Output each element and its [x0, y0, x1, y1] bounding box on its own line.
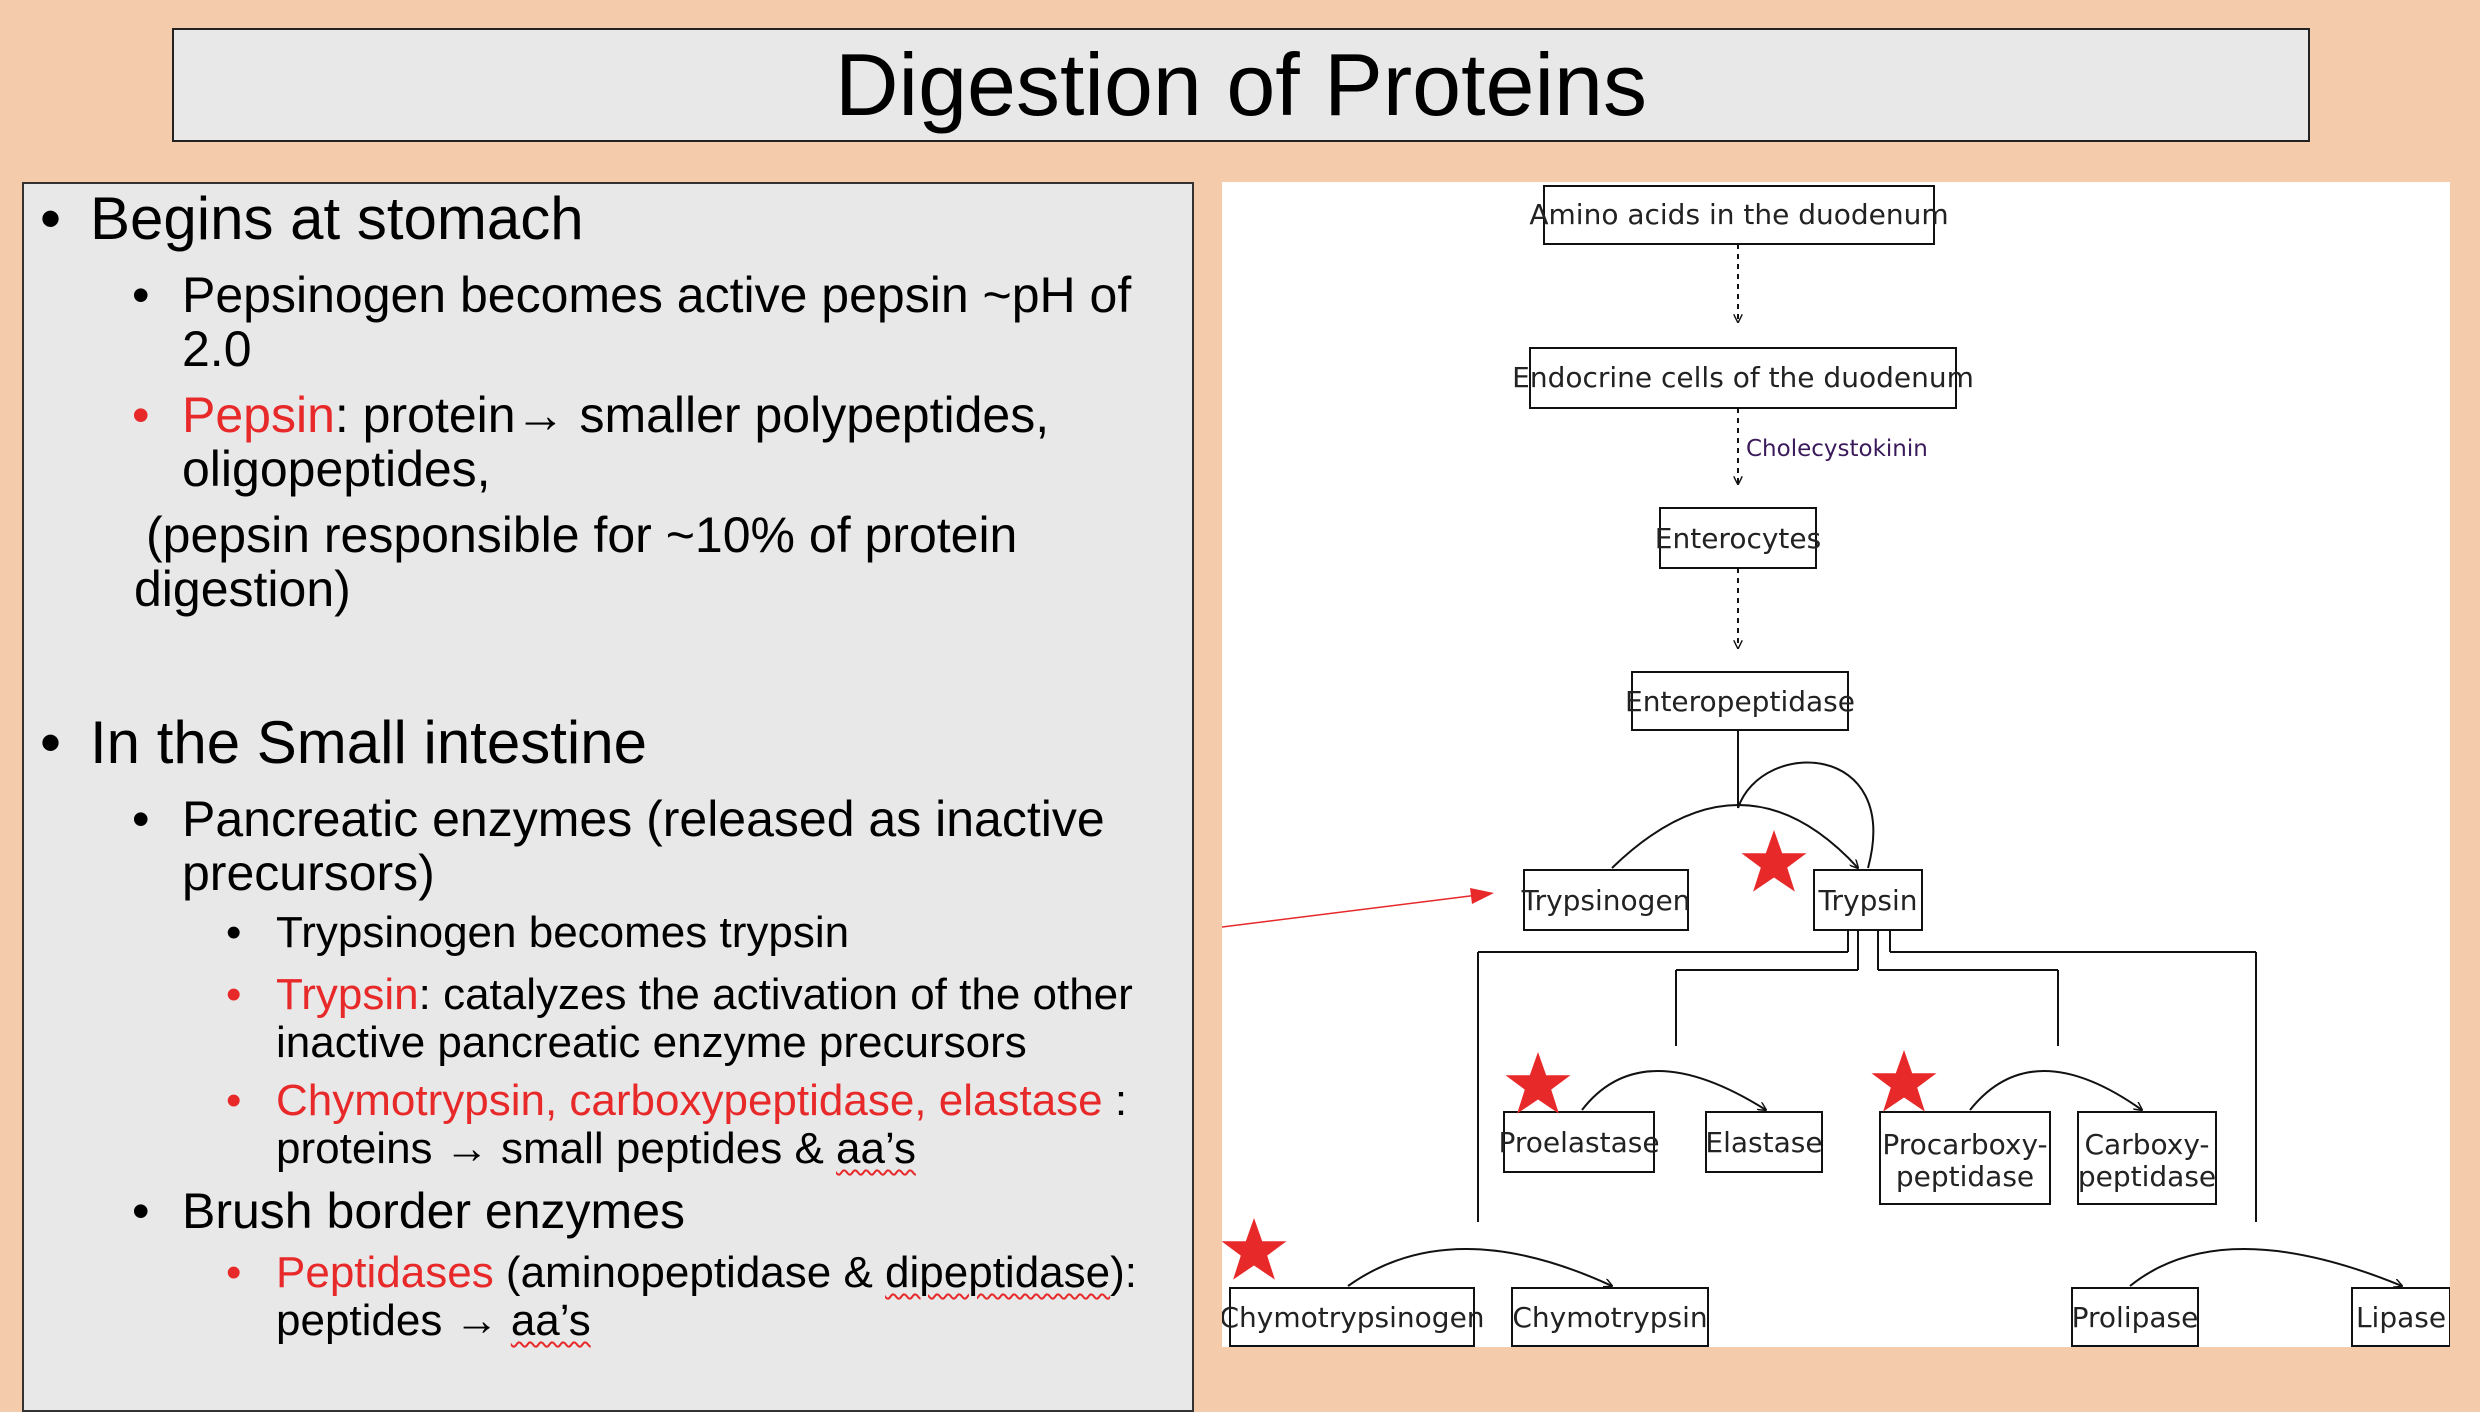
node-enterocytes — [1659, 507, 1817, 569]
bullet-dot: • — [132, 387, 150, 443]
peptidases-line2-a: peptides → — [276, 1296, 511, 1345]
peptidases-rest-a: (aminopeptidase & — [493, 1248, 886, 1297]
page-title: Digestion of Proteins — [835, 35, 1647, 134]
pepsinogen-line2: 2.0 — [182, 321, 252, 377]
pepsin-line1: Pepsin: protein→ smaller polypeptides, — [182, 386, 1049, 444]
node-label: Elastase — [1705, 1126, 1822, 1159]
node-chymotrypsinogen — [1229, 1287, 1475, 1347]
activation-curve-carboxypeptidase — [1969, 1070, 2142, 1110]
peptidases-line2: peptides → aa’s — [276, 1296, 591, 1346]
cholecystokinin-label: Cholecystokinin — [1746, 436, 1928, 462]
node-label: Enterocytes — [1655, 522, 1821, 555]
node-label: Proelastase — [1498, 1126, 1659, 1159]
peptidases-line2-b: aa’s — [510, 1296, 591, 1345]
text-panel: • Begins at stomach • Pepsinogen becomes… — [22, 182, 1194, 1412]
pancreatic-line1: Pancreatic enzymes (released as inactive — [182, 791, 1105, 847]
node-label: Lipase — [2356, 1301, 2446, 1334]
chymo-line2-b: aa’s — [836, 1124, 916, 1173]
peptidases-rest-b: dipeptidase — [885, 1248, 1111, 1297]
pepsin-note-line1: (pepsin responsible for ~10% of protein — [146, 507, 1018, 563]
node-carboxypeptidase — [2077, 1111, 2217, 1205]
trypsinogen-line: Trypsinogen becomes trypsin — [276, 908, 850, 957]
pepsin-term: Pepsin — [182, 387, 335, 443]
node-endocrine-cells — [1529, 347, 1957, 409]
node-trypsin — [1813, 869, 1923, 931]
node-lipase — [2351, 1287, 2450, 1347]
chymo-line2: proteins → small peptides & aa’s — [276, 1124, 916, 1174]
star-icon — [1222, 1218, 1287, 1280]
node-proelastase — [1503, 1111, 1655, 1173]
pepsin-line2: oligopeptides, — [182, 441, 491, 497]
heading-intestine: In the Small intestine — [90, 709, 647, 776]
node-label: Amino acids in the duodenum — [1529, 198, 1948, 231]
node-label: Procarboxy- — [1882, 1128, 2047, 1161]
bullet-dot: • — [132, 1183, 150, 1239]
peptidases-rest-c: ): — [1110, 1248, 1138, 1297]
pepsin-rest: : protein→ smaller polypeptides, — [334, 387, 1050, 443]
pointer-arrowhead — [1470, 888, 1494, 904]
chymo-rest: : — [1102, 1076, 1128, 1125]
chymo-line1: Chymotrypsin, carboxypeptidase, elastase… — [276, 1076, 1127, 1126]
node-label: Chymotrypsin — [1512, 1301, 1707, 1334]
bullet-dot: • — [226, 1076, 242, 1125]
activation-curve-chymotrypsin — [1347, 1248, 1612, 1286]
pointer-line — [1222, 894, 1479, 928]
enzyme-activation-diagram: Amino acids in the duodenum Endocrine ce… — [1222, 185, 2450, 1347]
title-box: Digestion of Proteins — [172, 28, 2310, 142]
node-amino-acids — [1543, 185, 1935, 245]
node-label: Carboxy- — [2084, 1128, 2209, 1161]
bullet-dot: • — [132, 267, 150, 323]
activation-curve-elastase — [1581, 1070, 1766, 1110]
chymo-term: Chymotrypsin, carboxypeptidase, elastase — [276, 1076, 1103, 1125]
trypsin-line2: inactive pancreatic enzyme precursors — [276, 1018, 1027, 1067]
trypsin-rest: : catalyzes the activation of the other — [418, 970, 1133, 1019]
node-trypsinogen — [1523, 869, 1689, 931]
node-label: Enteropeptidase — [1625, 685, 1855, 718]
peptidases-term: Peptidases — [276, 1248, 494, 1297]
trypsin-line1: Trypsin: catalyzes the activation of the… — [276, 970, 1133, 1020]
node-chymotrypsin — [1511, 1287, 1709, 1347]
trypsin-term: Trypsin — [276, 970, 419, 1019]
bullet-dot: • — [40, 185, 62, 252]
node-prolipase — [2071, 1287, 2199, 1347]
node-label: Prolipase — [2072, 1301, 2199, 1334]
activation-curve-lipase — [2129, 1248, 2402, 1286]
node-label: Trypsinogen — [1521, 884, 1691, 917]
pancreatic-line2: precursors) — [182, 845, 435, 901]
autocatalysis-loop — [1737, 761, 1875, 869]
star-icon — [1871, 1050, 1937, 1112]
diagram-panel: Amino acids in the duodenum Endocrine ce… — [1222, 182, 2450, 1347]
heading-stomach: Begins at stomach — [90, 185, 584, 252]
peptidases-line1: Peptidases (aminopeptidase & dipeptidase… — [276, 1248, 1137, 1298]
node-enteropeptidase — [1631, 671, 1849, 731]
pepsin-note-line2: digestion) — [134, 561, 351, 617]
brush-line: Brush border enzymes — [182, 1183, 686, 1239]
node-procarboxypeptidase — [1879, 1111, 2051, 1205]
node-label: Trypsin — [1818, 884, 1918, 917]
star-icon — [1741, 830, 1807, 892]
bullet-dot: • — [226, 908, 242, 957]
node-label: Chymotrypsinogen — [1222, 1301, 1485, 1334]
node-label: Endocrine cells of the duodenum — [1512, 361, 1974, 394]
star-icon — [1505, 1052, 1571, 1114]
node-label: peptidase — [2078, 1160, 2216, 1193]
pepsinogen-line1: Pepsinogen becomes active pepsin ~pH of — [182, 267, 1132, 323]
bullet-dot: • — [40, 709, 62, 776]
bullet-dot: • — [226, 1248, 242, 1297]
node-elastase — [1705, 1111, 1823, 1173]
activation-curve-trypsin — [1611, 804, 1858, 868]
chymo-line2-a: proteins → small peptides & — [276, 1124, 837, 1173]
bullet-dot: • — [132, 791, 150, 847]
node-label: peptidase — [1896, 1160, 2034, 1193]
bullet-dot: • — [226, 970, 242, 1019]
star-markers — [1222, 830, 1937, 1280]
